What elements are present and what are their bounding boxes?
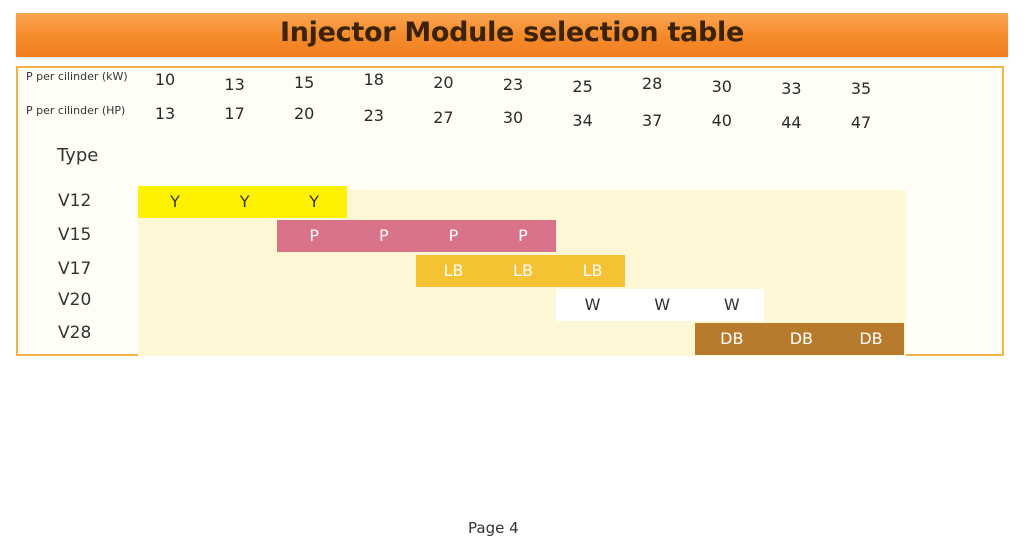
range-bar-v15	[277, 220, 556, 252]
hp-value: 37	[642, 111, 663, 130]
type-label-v15: V15	[58, 225, 92, 245]
kw-value: 10	[154, 70, 176, 89]
module-code-cell: Y	[309, 192, 320, 211]
page-number: Page 4	[468, 519, 519, 537]
module-code-cell: LB	[513, 261, 533, 280]
kw-row-label: P per cilinder (kW)	[26, 70, 128, 83]
module-code-cell: DB	[789, 329, 814, 348]
module-code-cell: Y	[239, 192, 250, 211]
kw-value: 13	[224, 75, 245, 94]
hp-value: 40	[711, 111, 732, 130]
page-title: Injector Module selection table	[280, 17, 744, 48]
kw-value: 35	[850, 79, 872, 98]
type-label-v28: V28	[58, 323, 92, 343]
hp-value: 47	[850, 113, 872, 132]
kw-value: 33	[781, 79, 802, 98]
hp-value: 27	[433, 108, 454, 127]
range-bar-v20	[555, 289, 765, 321]
range-bar-v28	[694, 323, 904, 355]
module-code-cell: W	[723, 295, 740, 314]
range-bar-v17	[416, 255, 626, 287]
range-bar-v12	[138, 186, 347, 218]
type-label-v12: V12	[58, 191, 92, 211]
kw-value: 28	[642, 74, 663, 93]
module-code-cell: P	[378, 226, 389, 245]
type-label-v17: V17	[58, 259, 92, 279]
module-code-cell: W	[654, 295, 671, 314]
hp-value: 13	[154, 104, 176, 123]
module-code-cell: P	[309, 226, 320, 245]
module-code-cell: LB	[443, 261, 464, 280]
kw-value: 25	[572, 77, 593, 96]
kw-value: 15	[294, 73, 315, 92]
hp-value: 30	[502, 108, 524, 127]
title-banner: Injector Module selection table	[16, 13, 1008, 57]
type-column-label: Type	[57, 145, 99, 166]
module-code-cell: DB	[720, 329, 744, 348]
hp-value: 17	[224, 104, 245, 123]
kw-value: 30	[711, 77, 732, 96]
kw-value: 20	[433, 73, 454, 92]
module-code-cell: P	[518, 226, 528, 245]
kw-value: 23	[502, 75, 524, 94]
hp-value: 20	[294, 104, 315, 123]
kw-value: 18	[363, 70, 384, 89]
module-code-cell: P	[448, 226, 459, 245]
module-code-cell: Y	[170, 192, 180, 211]
hp-value: 44	[781, 113, 802, 132]
hp-row-label: P per cilinder (HP)	[26, 104, 126, 117]
hp-value: 34	[572, 111, 593, 130]
type-label-v20: V20	[58, 290, 92, 310]
module-code-cell: DB	[859, 329, 883, 348]
module-code-cell: W	[584, 295, 601, 314]
hp-value: 23	[363, 106, 384, 125]
module-code-cell: LB	[582, 261, 603, 280]
